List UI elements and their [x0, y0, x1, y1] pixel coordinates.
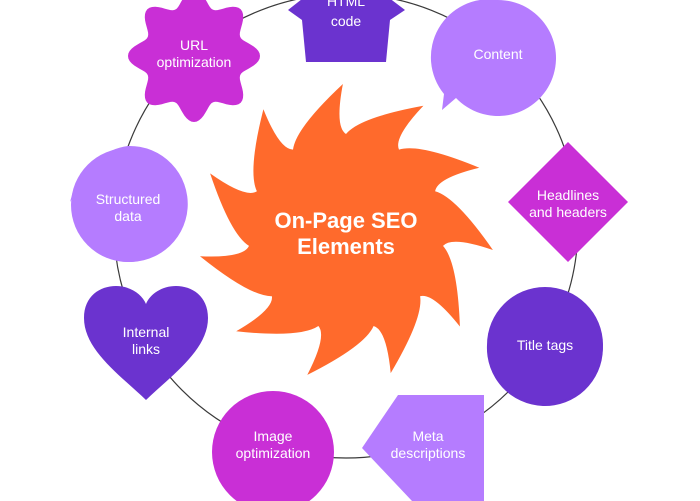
element-headlines-and-headers: Headlines and headers [508, 142, 628, 262]
four-point-flower-shape [508, 142, 628, 262]
center-title-line2: Elements [297, 234, 395, 259]
element-label-line2: descriptions [391, 445, 466, 461]
swirl-shape [200, 84, 493, 375]
element-label-line1: HTML [327, 0, 365, 9]
element-label-line1: Internal [123, 324, 170, 340]
element-url-optimization: URL optimization [128, 0, 260, 122]
element-content: Content [430, 0, 556, 116]
element-meta-descriptions: Meta descriptions [362, 395, 484, 501]
element-label-line2: code [331, 13, 362, 29]
element-label-line1: Content [473, 46, 522, 62]
heart-shape [84, 286, 208, 400]
element-label-line1: Meta [412, 428, 443, 444]
element-label-line1: Image [254, 428, 293, 444]
notched-circle-shape [430, 0, 556, 116]
element-label-line2: optimization [157, 54, 232, 70]
element-label-line2: and headers [529, 204, 607, 220]
title-tags-disc [487, 287, 603, 403]
arrow-tag-shape [362, 395, 484, 501]
element-structured-data: Structured data [70, 145, 188, 262]
element-label-line1: Structured [96, 191, 161, 207]
star-badge-shape [288, 0, 405, 62]
element-title-tags: Title tags [486, 285, 603, 406]
flower-shape [128, 0, 260, 122]
element-label-line1: Headlines [537, 187, 599, 203]
element-label-line1: Title tags [517, 337, 573, 353]
element-label-line2: links [132, 341, 160, 357]
element-internal-links: Internal links [84, 286, 208, 400]
element-html-code: HTML code [288, 0, 405, 62]
element-label-line2: optimization [236, 445, 311, 461]
element-image-optimization: Image optimization [212, 391, 334, 501]
circle-shape [212, 391, 334, 501]
center-emblem: On-Page SEO Elements [200, 84, 493, 375]
center-title-line1: On-Page SEO [274, 208, 417, 233]
element-label-line2: data [114, 208, 141, 224]
element-label-line1: URL [180, 37, 208, 53]
structured-data-disc [71, 148, 185, 262]
